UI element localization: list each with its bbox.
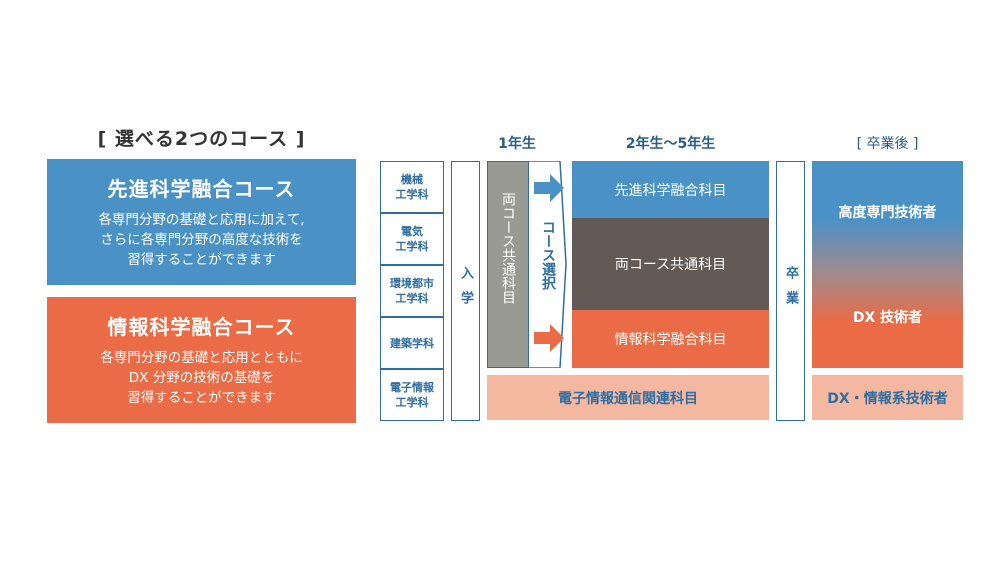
course-name: 先進科学融合コース bbox=[107, 177, 296, 201]
course-card-info: 情報科学融合コース 各専門分野の基礎と応用とともに DX 分野の技術の基礎を習得す… bbox=[47, 297, 356, 423]
course-desc-line: 習得することができます bbox=[127, 252, 276, 268]
after-header: [ 卒業後 ] bbox=[856, 136, 919, 152]
course-card-advanced: 先進科学融合コース 各専門分野の基礎と応用に加えて, さらに各専門分野の高度な技術… bbox=[47, 159, 356, 285]
courses-heading: [ 選べる2つのコース ] bbox=[97, 128, 306, 150]
info-subjects: 情報科学融合科目 bbox=[572, 310, 769, 368]
course-desc-line: 習得することができます bbox=[127, 390, 276, 406]
advanced-subjects: 先進科学融合科目 bbox=[572, 161, 769, 218]
arrow-right-icon bbox=[534, 324, 564, 352]
career-advanced-engineer: 高度専門技術者 bbox=[838, 205, 937, 221]
course-desc-line: さらに各専門分野の高度な技術を bbox=[100, 232, 303, 248]
career-gradient-box: 高度専門技術者 DX 技術者 bbox=[812, 161, 963, 368]
year1-header: 1年生 bbox=[498, 136, 536, 152]
years2to5-header: 2年生〜5年生 bbox=[625, 136, 716, 152]
course-selection-chevron bbox=[529, 161, 567, 368]
common-subjects: 両コース共通科目 bbox=[572, 218, 769, 310]
ece-subjects: 電子情報通信関連科目 bbox=[487, 375, 769, 420]
course-desc-line: 各専門分野の基礎と応用とともに bbox=[100, 350, 303, 366]
dept-architecture: 建築学科 bbox=[380, 317, 444, 369]
career-dx-info-engineer: DX・情報系技術者 bbox=[812, 375, 963, 420]
dept-civil: 環境都市 工学科 bbox=[380, 265, 444, 317]
admission-column: 入学 bbox=[451, 161, 480, 421]
dept-mechanical: 機械 工学科 bbox=[380, 161, 444, 213]
course-name: 情報科学融合コース bbox=[107, 315, 296, 339]
course-desc-line: 各専門分野の基礎と応用に加えて, bbox=[98, 212, 305, 228]
dept-electronics: 電子情報 工学科 bbox=[380, 369, 444, 421]
year1-common-subjects: 両コース共通科目 bbox=[487, 161, 529, 368]
career-dx-engineer: DX 技術者 bbox=[852, 310, 923, 326]
arrow-right-icon bbox=[534, 174, 564, 202]
dept-electrical: 電気 工学科 bbox=[380, 213, 444, 265]
course-desc-line: DX 分野の技術の基礎を bbox=[128, 370, 275, 386]
course-selection-label: コース選択 bbox=[540, 220, 556, 290]
graduation-column: 卒業 bbox=[776, 161, 805, 421]
